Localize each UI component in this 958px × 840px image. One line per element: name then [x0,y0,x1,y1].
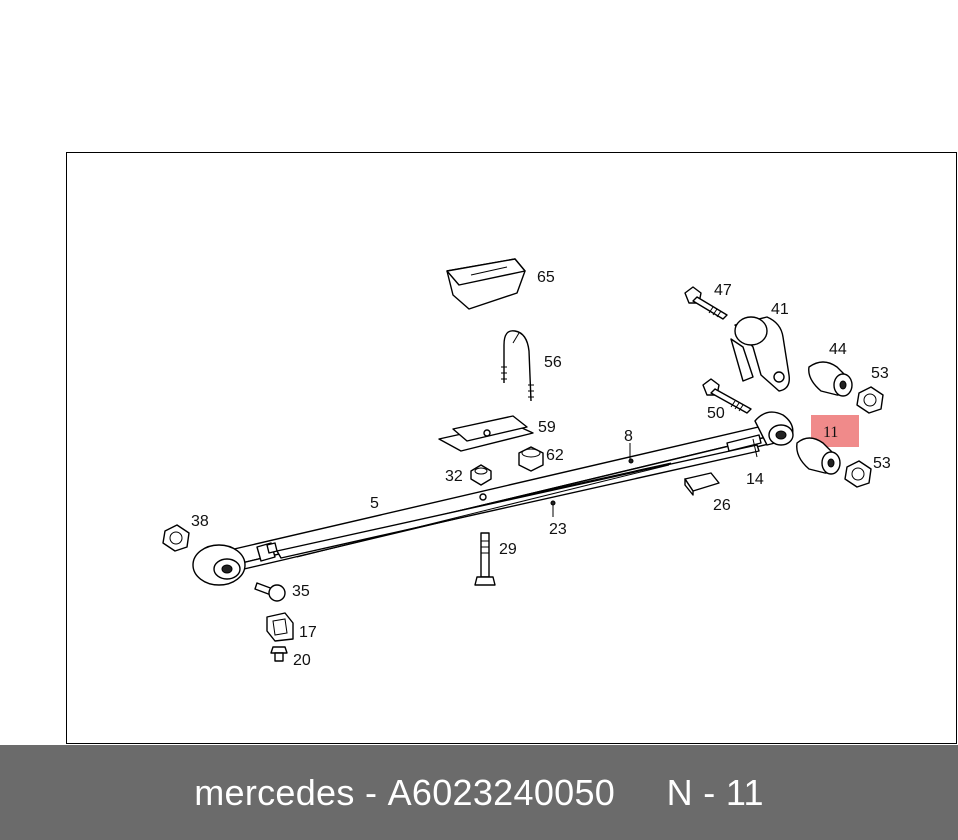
diagram-drawing: 65 47 41 56 44 53 59 50 11 8 62 53 32 14… [162,258,891,669]
nut-53-bottom [844,460,872,488]
bolt-50 [702,378,752,414]
callout-26: 26 [713,497,731,514]
callout-41: 41 [771,301,789,318]
caption-part-number: A6023240050 [387,771,616,813]
center-bolt [474,532,496,586]
shackle [730,316,790,392]
caption-brand: mercedes [194,771,355,813]
leader-lines [552,438,758,517]
callout-47: 47 [714,282,732,299]
callout-5: 5 [370,495,379,512]
callout-53-bottom: 53 [873,455,891,472]
callout-29: 29 [499,541,517,558]
nut-38 [162,524,190,552]
callout-38: 38 [191,513,209,530]
callout-17: 17 [299,624,317,641]
nut-32 [470,464,492,486]
bump-stop-pad [446,258,526,310]
callout-8: 8 [624,428,633,445]
bolt-47 [684,286,728,320]
callout-44: 44 [829,341,847,358]
callout-59: 59 [538,419,556,436]
callout-50: 50 [707,405,725,422]
caption-separator: - [354,771,388,813]
callout-53-top: 53 [871,365,889,382]
callout-14: 14 [746,471,764,488]
clamp [266,612,294,642]
callout-23: 23 [549,521,567,538]
callout-11: 11 [823,424,838,441]
caption-bar: mercedes - A6023240050 N - 11 [0,745,958,840]
bushing-11 [796,437,841,475]
u-bolt [501,330,534,402]
caption-gap [615,772,667,814]
nut-53-top [856,386,884,414]
spring-plate [438,415,534,452]
rubber-pad [684,472,720,496]
bolt-35 [254,582,286,602]
nut-62 [518,446,544,472]
bushing-44 [808,361,853,397]
caption-ref: N - 11 [666,771,764,813]
parts-diagram: 65 47 41 56 44 53 59 50 11 8 62 53 32 14… [66,152,957,744]
callout-56: 56 [544,354,562,371]
callout-32: 32 [445,468,463,485]
callout-35: 35 [292,583,310,600]
callout-62: 62 [546,447,564,464]
callout-20: 20 [293,652,311,669]
callout-65: 65 [537,269,555,286]
screw-20 [270,646,288,662]
leaf-spring [192,411,794,586]
